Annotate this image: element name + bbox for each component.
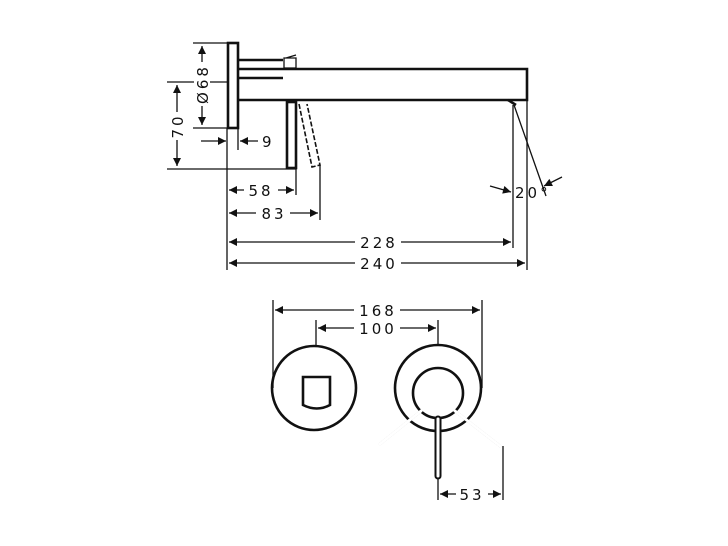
extension-lines [167, 42, 528, 270]
spout [238, 67, 529, 102]
extension-lines [272, 300, 504, 500]
dim-label-53: 53 [459, 486, 484, 504]
dim-label-83: 83 [261, 205, 286, 223]
side-view: Ø68 70 9 58 83 228 240 20° [167, 41, 563, 273]
wall-plate [226, 41, 240, 130]
dim-label-thickness: 9 [262, 133, 275, 151]
valve-body [238, 58, 283, 80]
angle-line [513, 104, 547, 197]
dim-label-100: 100 [359, 320, 397, 338]
lever [285, 100, 298, 170]
dim-arrow-angle-left [489, 185, 512, 194]
dim-label-240: 240 [360, 255, 398, 273]
dim-label-58: 58 [248, 182, 273, 200]
spout-outlet [301, 375, 332, 410]
front-view: 168 100 53 [270, 300, 504, 504]
lever-dashed-position [298, 103, 321, 168]
dim-label-168: 168 [359, 302, 397, 320]
dim-arrow-angle-right [543, 176, 563, 187]
aerator [507, 98, 517, 107]
dim-label-height: 70 [169, 113, 187, 138]
spout-joint [283, 54, 297, 69]
spout-rosette [270, 344, 358, 432]
dim-label-angle: 20° [515, 184, 551, 202]
dim-label-diameter: Ø68 [194, 64, 212, 104]
dim-label-228: 228 [360, 234, 398, 252]
